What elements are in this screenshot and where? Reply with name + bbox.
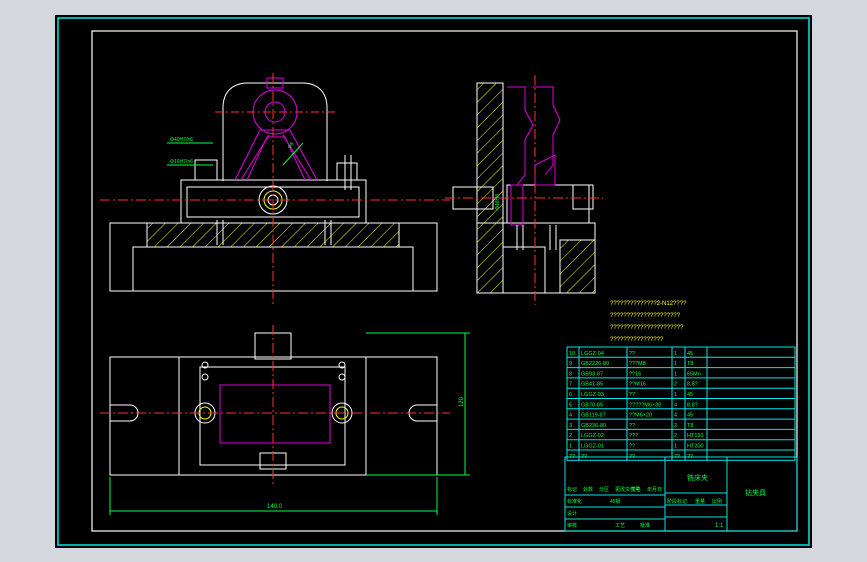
parts-cell-no: 3 xyxy=(569,423,572,429)
parts-cell-code: GB41-85 xyxy=(581,382,603,388)
label-process: 工艺 xyxy=(615,523,625,529)
parts-cell-qty: 2 xyxy=(674,423,677,429)
parts-cell-qty: 2 xyxy=(674,433,677,439)
parts-cell-no: 4 xyxy=(569,413,572,419)
fit-label-upper: Φ40H7/h6 xyxy=(170,137,193,143)
parts-list-frame xyxy=(566,346,796,461)
parts-cell-mat: HT150 xyxy=(687,433,704,439)
parts-cell-code: GB236-80 xyxy=(581,423,606,429)
scale-value: 1:1 xyxy=(715,523,724,529)
parts-cell-code: GB70-85 xyxy=(581,402,603,408)
parts-cell-name: ?????M6×30 xyxy=(629,402,661,408)
parts-cell-qty: 1 xyxy=(674,444,677,450)
parts-cell-name: ??M6×20 xyxy=(629,413,652,419)
parts-cell-name: ?? xyxy=(629,423,635,429)
parts-cell-no: 1 xyxy=(569,444,572,450)
title-head-cell: 更改文件号 xyxy=(615,486,640,493)
parts-cell-no: 8 xyxy=(569,371,572,377)
parts-cell-name: ?? xyxy=(629,351,635,357)
parts-cell-no: 5 xyxy=(569,402,572,408)
parts-cell-mat: 8.8? xyxy=(687,382,698,388)
title-head-cell: 签名 xyxy=(631,486,641,493)
parts-cell-code: GB93-87 xyxy=(581,371,603,377)
note-line-1: ??????????????2-N12???? xyxy=(610,301,687,307)
parts-cell-no: 9 xyxy=(569,361,572,367)
overall-length-dim: 140.0 xyxy=(267,504,283,510)
parts-cell-qty: 1 xyxy=(674,351,677,357)
parts-cell-name: ??? xyxy=(629,433,638,439)
parts-cell-no: 6 xyxy=(569,392,572,398)
outer-border xyxy=(57,17,810,546)
parts-cell-code: LGGZ-02 xyxy=(581,433,604,439)
parts-cell-qty: 4 xyxy=(674,402,677,408)
doc-type: 钻夹具 xyxy=(745,488,766,497)
label-scale: 比例 xyxy=(712,498,722,505)
note-line-2: ????????????????????? xyxy=(610,313,681,319)
parts-cell-qty: 1 xyxy=(674,392,677,398)
title-block: 铣床夹 钻夹具 1:1 45钢 标准化 阶段标记 重量 比例 设计 审核 工艺 … xyxy=(564,456,798,532)
parts-cell-mat: 8.8? xyxy=(687,402,698,408)
note-line-3: ?????????????????????? xyxy=(610,325,684,331)
fit-label-lower: Φ16H7/n6 xyxy=(170,159,193,165)
parts-cell-code: GB119-87 xyxy=(581,413,606,419)
title-head-row: 标记处数分区更改文件号签名年月日 xyxy=(567,486,662,493)
parts-cell-code: LGGZ-04 xyxy=(581,351,604,357)
parts-cell-qty: 2 xyxy=(674,382,677,388)
parts-cell-mat: 45 xyxy=(687,351,693,357)
parts-cell-name: ???M8 xyxy=(629,361,646,367)
title-head-cell: 处数 xyxy=(583,486,593,493)
title-head-cell: 年月日 xyxy=(647,486,662,493)
parts-cell-qty: 4 xyxy=(674,413,677,419)
label-review: 审核 xyxy=(567,522,577,529)
overall-width-dim: 120 xyxy=(459,396,465,407)
parts-cell-no: 10 xyxy=(569,351,575,357)
label-weight: 重量 xyxy=(695,498,705,505)
parts-cell-name: ?? xyxy=(629,444,635,450)
parts-cell-no: 7 xyxy=(569,382,572,388)
label-design: 设计 xyxy=(567,510,577,517)
parts-cell-code: LGGZ-01 xyxy=(581,444,604,450)
front-view: Φ40H7/h6 Φ16H7/n6 Φ8 xyxy=(100,73,450,305)
parts-cell-code: GB2226-80 xyxy=(581,361,609,367)
note-line-4: ???????????????? xyxy=(610,337,664,343)
parts-cell-name: ??M16 xyxy=(629,382,646,388)
inner-border xyxy=(91,30,798,532)
parts-cell-mat: T8 xyxy=(687,361,693,367)
parts-cell-code: LGGZ-03 xyxy=(581,392,604,398)
parts-cell-mat: 45 xyxy=(687,392,693,398)
label-standard: 标准化 xyxy=(567,498,582,505)
drawing-sheet: Φ40H7/h6 Φ16H7/n6 Φ8 Φ16H8 xyxy=(55,15,812,548)
hole-size-label: Φ8 xyxy=(287,141,296,150)
parts-cell-mat: HT200 xyxy=(687,444,704,450)
label-stage: 阶段标记 xyxy=(667,498,687,505)
parts-cell-mat: 45 xyxy=(687,413,693,419)
parts-cell-qty: 1 xyxy=(674,361,677,367)
parts-cell-name: ?? xyxy=(629,392,635,398)
material-tag: 45钢 xyxy=(610,498,621,505)
side-fit-label: Φ16H8 xyxy=(495,194,501,210)
parts-cell-name: ??16 xyxy=(629,371,641,377)
top-view: 140.0 120 xyxy=(100,325,470,515)
drawing-name: 铣床夹 xyxy=(687,473,708,482)
technical-notes: ??????????????2-N12???? ????????????????… xyxy=(610,301,687,343)
label-approve: 批准 xyxy=(640,522,650,529)
cad-drawing: Φ40H7/h6 Φ16H7/n6 Φ8 Φ16H8 xyxy=(57,17,810,546)
parts-cell-no: 2 xyxy=(569,433,572,439)
parts-cell-mat: 65Mn xyxy=(687,371,701,377)
side-view: Φ16H8 xyxy=(445,75,603,305)
title-head-cell: 分区 xyxy=(599,486,609,493)
parts-cell-mat: T8 xyxy=(687,423,693,429)
title-head-cell: 标记 xyxy=(567,486,577,493)
parts-cell-qty: 1 xyxy=(674,371,677,377)
